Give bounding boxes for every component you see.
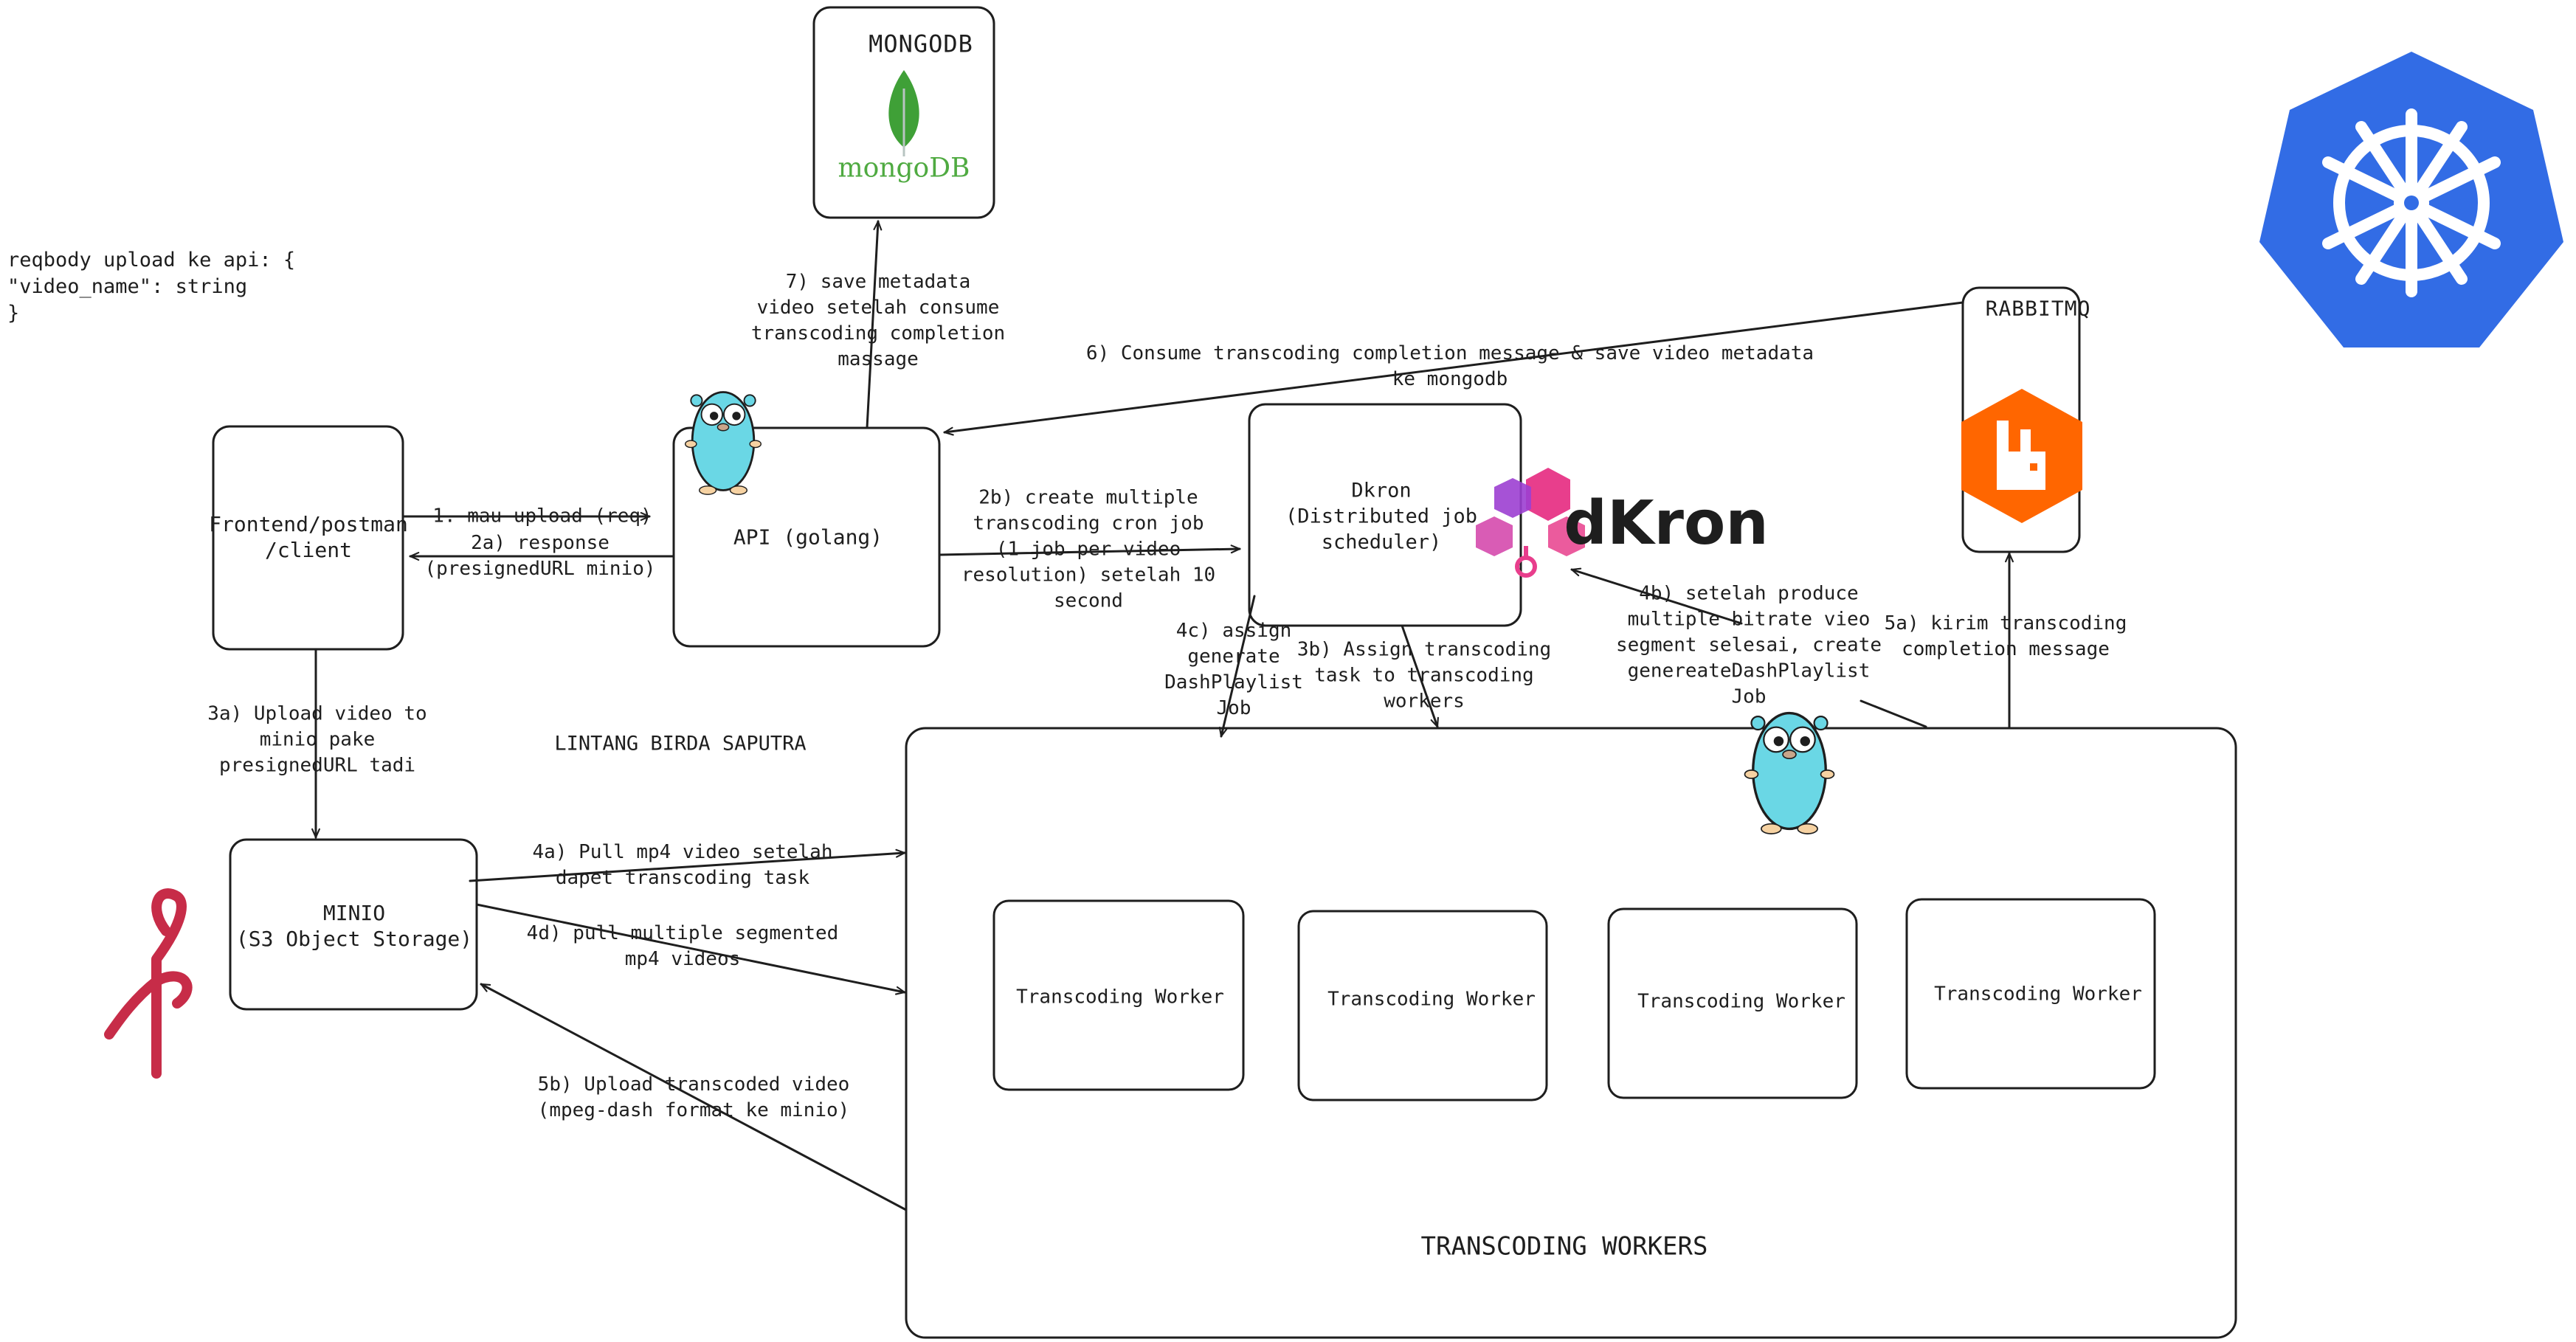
mongodb-box bbox=[812, 6, 995, 219]
edge-4a-line bbox=[469, 853, 905, 882]
mongodb-title: MONGODB bbox=[869, 30, 973, 58]
edge-5a-label: 5a) kirim transcoding completion message bbox=[1884, 612, 2127, 660]
edge-3b-label: 3b) Assign transcoding task to transcodi… bbox=[1296, 638, 1552, 713]
edge-2b-label: 2b) create multiple transcoding cron job… bbox=[961, 486, 1216, 612]
mongodb-logo-text: mongoDB bbox=[838, 153, 970, 184]
request-body-note: reqbody upload ke api: { "video_name": s… bbox=[7, 249, 296, 325]
edge-4d-label: 4d) pull multiple segmented mp4 videos bbox=[526, 922, 839, 970]
rabbitmq-box bbox=[1961, 286, 2081, 553]
edge-4c-label: 4c) assign generate DashPlaylist Job bbox=[1164, 620, 1303, 719]
edge-aux-line bbox=[1860, 699, 1927, 728]
minio-label: MINIO (S3 Object Storage) bbox=[235, 901, 473, 951]
frontend-box bbox=[212, 425, 404, 651]
edge-4a-label: 4a) Pull mp4 video setelah dapet transco… bbox=[532, 841, 833, 889]
edge-4b-label: 4b) setelah produce multiple bitrate vie… bbox=[1615, 582, 1882, 708]
minio-box bbox=[229, 838, 478, 1011]
api-box bbox=[672, 426, 941, 648]
worker-box-3 bbox=[1607, 907, 1858, 1099]
dkron-box bbox=[1248, 403, 1522, 627]
dkron-logo-text: dKron bbox=[1564, 488, 1769, 558]
edge-6-line bbox=[945, 301, 1964, 432]
edge-4b-line bbox=[1572, 570, 1743, 625]
worker-box-2 bbox=[1297, 910, 1548, 1101]
worker-label: Transcoding Worker bbox=[1637, 990, 1845, 1013]
edge-2b-line bbox=[938, 549, 1240, 556]
worker-label: Transcoding Worker bbox=[1934, 983, 2142, 1006]
api-label: API (golang) bbox=[733, 525, 883, 550]
gopher-icon bbox=[684, 391, 762, 496]
worker-box-4 bbox=[1905, 898, 2156, 1090]
dkron-label: Dkron (Distributed job scheduler) bbox=[1285, 479, 1478, 554]
mongodb-leaf-icon bbox=[888, 70, 919, 156]
edge-3a-label: 3a) Upload video to minio pake presigned… bbox=[207, 702, 427, 777]
edge-1-label: 1. mau upload (req) bbox=[432, 505, 652, 528]
edge-4d-line bbox=[475, 903, 905, 992]
dkron-icon bbox=[1476, 468, 1585, 578]
frontend-label: Frontend/postman /client bbox=[209, 512, 408, 562]
worker-label: Transcoding Worker bbox=[1327, 988, 1536, 1011]
edge-6-label: 6) Consume transcoding completion messag… bbox=[1085, 342, 1814, 390]
workers-group-label: TRANSCODING WORKERS bbox=[1420, 1231, 1708, 1262]
kubernetes-icon bbox=[2259, 52, 2563, 347]
minio-icon bbox=[104, 888, 193, 1079]
worker-box-1 bbox=[992, 899, 1245, 1091]
rabbitmq-title: RABBITMQ bbox=[1985, 296, 2091, 321]
workers-group-box bbox=[905, 727, 2237, 1339]
rabbitmq-icon bbox=[1961, 389, 2082, 523]
edge-7-label: 7) save metadata video setelah consume t… bbox=[750, 271, 1006, 370]
worker-label: Transcoding Worker bbox=[1016, 986, 1224, 1009]
edge-5b-line bbox=[481, 983, 908, 1211]
edge-7-line bbox=[866, 221, 878, 429]
edge-2a-label: 2a) response (presignedURL minio) bbox=[424, 532, 656, 580]
edge-3b-line bbox=[1401, 624, 1437, 727]
gopher-icon bbox=[1743, 711, 1836, 835]
edge-4c-line bbox=[1221, 595, 1256, 736]
author-label: LINTANG BIRDA SAPUTRA bbox=[554, 732, 807, 755]
edge-5b-label: 5b) Upload transcoded video (mpeg-dash f… bbox=[537, 1073, 850, 1121]
